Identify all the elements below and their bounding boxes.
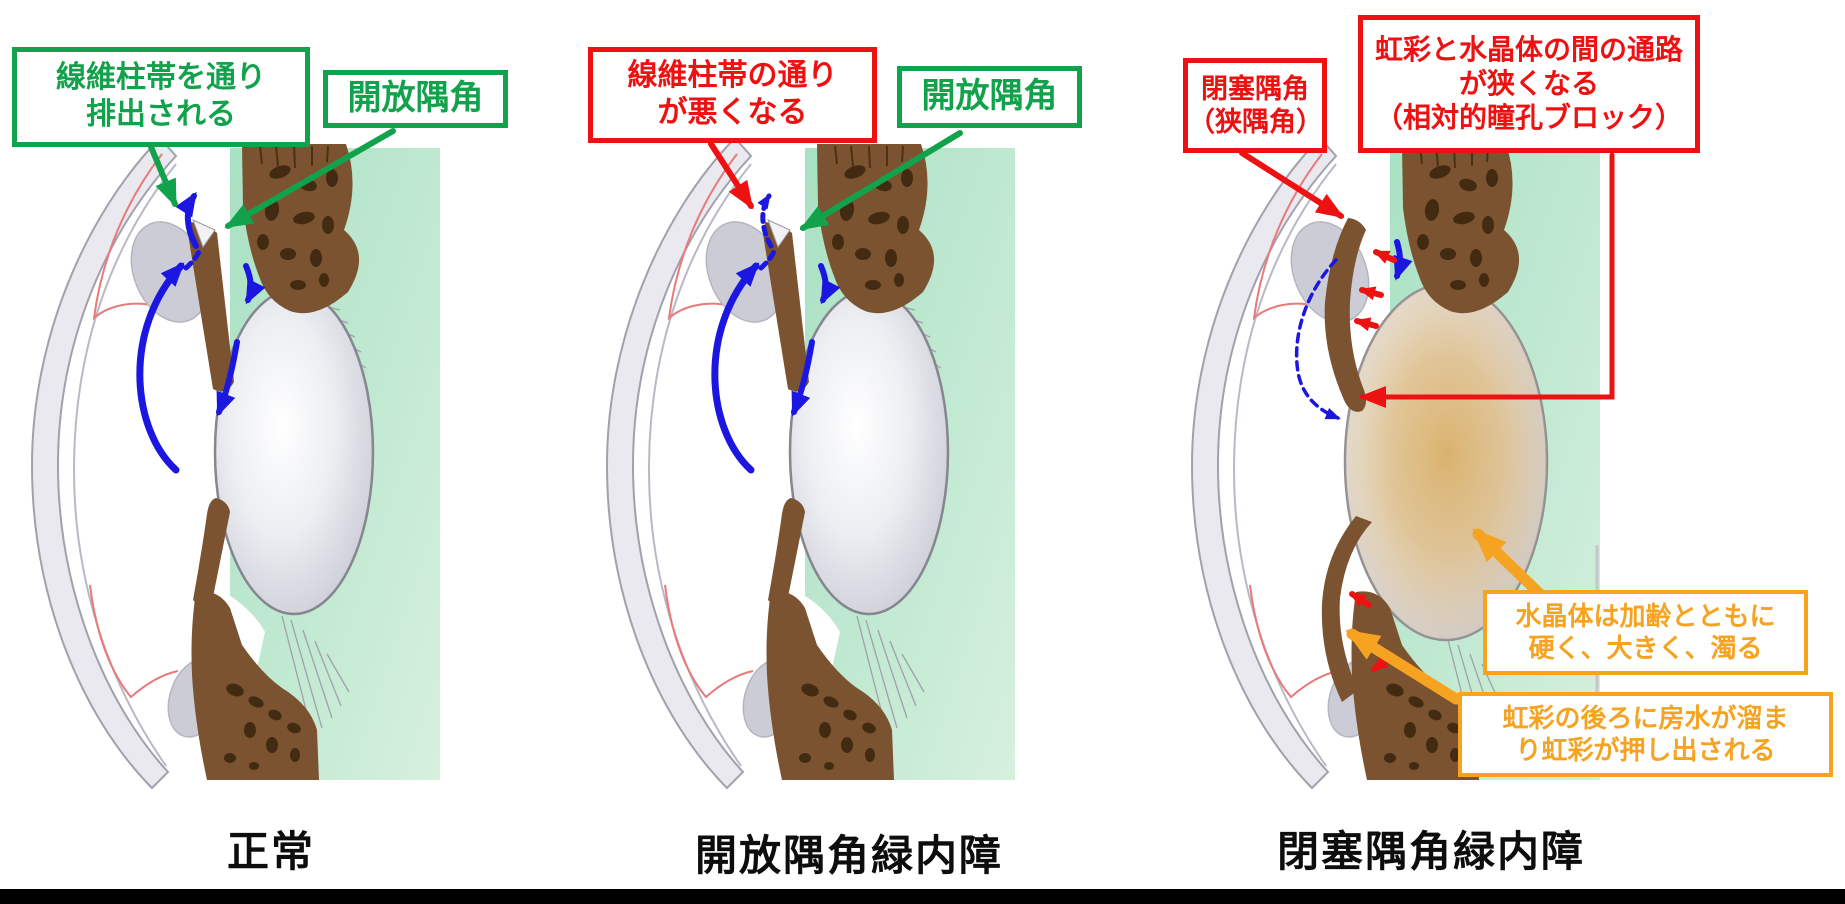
callout-trabecular-outflow: 線維柱帯を通り 排出される [12,47,310,147]
caption-closed-angle-glaucoma: 閉塞隅角緑内障 [1276,828,1586,875]
pressure-arrow [1354,317,1379,332]
callout-open-angle-1: 開放隅角 [323,70,508,128]
leader-green-trabecular-outflow [148,144,178,208]
leader-red-pupil-block [1358,152,1615,408]
orange-arrow-lens-aging [1472,528,1549,603]
eye-diagram-normal [32,138,440,788]
flow-arrow-anterior-chamber [711,262,760,474]
flow-dash-angle [758,246,778,271]
callout-iris-pushed: 虹彩の後ろに房水が溜ま り虹彩が押し出される [1458,692,1833,777]
eye-diagram-closed-angle [1192,138,1600,788]
leader-green-open-angle-2 [799,130,963,231]
aqueous-flow-arrows-open-angle [711,193,841,474]
callout-line: 排出される [86,98,236,131]
pressure-arrows-iris [1349,249,1397,672]
callout-line: 虹彩と水晶体の間の通路 [1374,33,1683,65]
callout-line: が悪くなる [657,96,808,129]
callout-line: 水晶体は加齢とともに [1515,600,1776,631]
callout-trabecular-blocked: 線維柱帯の通り が悪くなる [588,47,877,143]
aqueous-flow-arrows-closed-angle [1294,239,1413,420]
callout-line: 閉塞隅角 [1201,73,1309,104]
flow-arrow-anterior-chamber [136,262,185,474]
orange-arrows [1345,528,1549,705]
leader-red-trabecular-blocked [708,141,754,210]
flow-arrow-trabecular-blocked-dashed [757,193,774,249]
callout-lens-aging: 水晶体は加齢とともに 硬く、大きく、濁る [1483,590,1808,675]
flow-arrow-lens-front [791,339,815,417]
orange-arrow-iris-pushed [1345,628,1462,705]
caption-normal: 正常 [226,828,316,875]
callout-line: が狭くなる [1458,67,1599,99]
flow-dash-angle [183,246,203,271]
flow-arrow-pupil [243,263,266,305]
callout-line: り虹彩が押し出される [1515,734,1776,765]
eye-diagram-open-angle [607,138,1015,788]
aqueous-flow-arrows-normal [136,191,266,474]
leader-red-closed-angle [1239,150,1345,219]
pressure-arrow [1349,591,1372,608]
callout-leader-arrows [148,128,1615,408]
flow-dashed-blocked-path [1294,258,1341,420]
caption-open-angle-glaucoma: 開放隅角緑内障 [694,832,1004,879]
leader-green-open-angle-1 [224,128,396,229]
pressure-arrow [1373,249,1397,264]
callout-line: 虹彩の後ろに房水が溜ま [1502,702,1789,733]
callout-line: 線維柱帯の通り [627,59,838,93]
callout-line: 硬く、大きく、濁る [1528,632,1763,663]
flow-arrow-pupil [818,263,841,305]
callout-line: （相対的瞳孔ブロック） [1374,102,1683,134]
flow-arrow-lens-front [216,339,240,417]
callout-line: 開放隅角 [347,79,484,118]
flow-arrow-angle-down [1393,239,1413,281]
callout-closed-angle: 閉塞隅角 （狭隅角） [1183,58,1327,153]
callout-line: 線維柱帯を通り [56,61,266,95]
callout-line: （狭隅角） [1188,106,1323,137]
callout-open-angle-2: 開放隅角 [897,66,1082,128]
bottom-black-bar [0,889,1845,904]
callout-line: 開放隅角 [921,77,1058,116]
flow-arrow-trabecular-outflow [175,191,199,249]
pressure-arrow [1359,286,1384,301]
callout-pupil-block: 虹彩と水晶体の間の通路 が狭くなる （相対的瞳孔ブロック） [1358,15,1700,153]
